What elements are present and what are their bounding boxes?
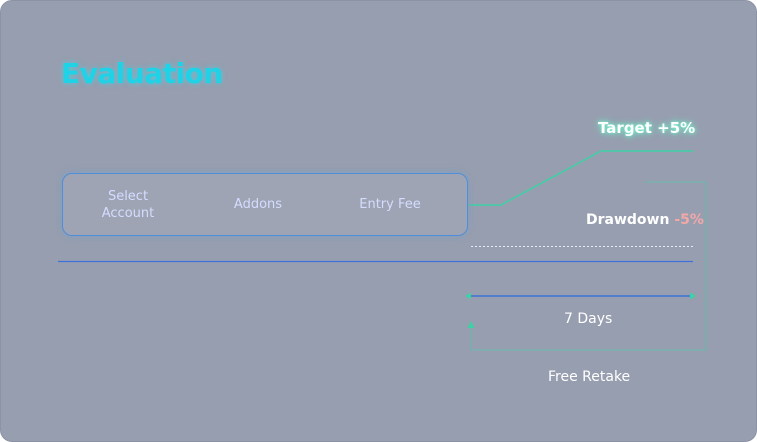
step-label: Addons (233, 197, 283, 212)
step-entry-fee[interactable]: Entry Fee (325, 174, 455, 235)
target-label: Target +5% (598, 119, 696, 137)
drawdown-value: -5% (674, 212, 704, 228)
step-addons[interactable]: Addons (193, 174, 323, 235)
evaluation-steps: Select Account Addons Entry Fee (62, 173, 468, 236)
step-label: Select Account (101, 188, 155, 221)
arrow-right-icon (690, 292, 696, 300)
free-retake-label: Free Retake (548, 369, 631, 385)
arrow-up-icon (467, 321, 475, 328)
arrow-left-icon (465, 292, 471, 300)
step-label: Entry Fee (359, 197, 421, 212)
duration-label: 7 Days (564, 311, 613, 327)
boundary-bracket (470, 181, 707, 351)
target-line (469, 150, 693, 206)
page-title: Evaluation (61, 57, 223, 90)
step-select-account[interactable]: Select Account (63, 174, 193, 235)
drawdown-label: Drawdown -5% (586, 212, 704, 228)
drawdown-text: Drawdown (586, 212, 670, 228)
